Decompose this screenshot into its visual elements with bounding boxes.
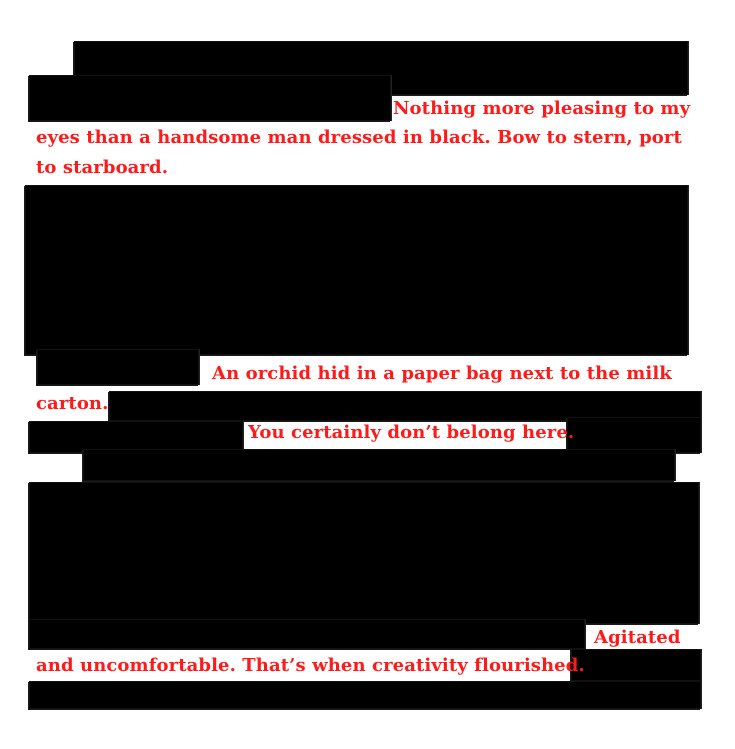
poem-line-4: An orchid hid in a paper bag next to the… xyxy=(212,363,672,384)
poem-line-8: and uncomfortable. That’s when creativit… xyxy=(36,655,585,676)
redaction-block-12 xyxy=(30,682,700,708)
redaction-block-7 xyxy=(568,418,700,452)
redaction-block-3 xyxy=(26,186,687,354)
poem-line-2: eyes than a handsome man dressed in blac… xyxy=(36,127,682,148)
redaction-block-2 xyxy=(30,76,390,120)
redaction-block-6 xyxy=(30,422,242,452)
poem-line-1: Nothing more pleasing to my xyxy=(393,98,691,119)
poem-line-7: Agitated xyxy=(594,627,681,648)
redaction-block-11 xyxy=(572,650,700,680)
poem-line-5: carton. xyxy=(36,393,109,414)
redaction-block-5 xyxy=(110,392,700,420)
redaction-block-9 xyxy=(30,483,698,623)
redaction-block-8 xyxy=(84,450,674,480)
redaction-block-10 xyxy=(30,620,584,648)
poem-line-3: to starboard. xyxy=(36,157,169,178)
poem-line-6: You certainly don’t belong here. xyxy=(248,422,575,443)
redaction-block-4 xyxy=(38,350,198,384)
